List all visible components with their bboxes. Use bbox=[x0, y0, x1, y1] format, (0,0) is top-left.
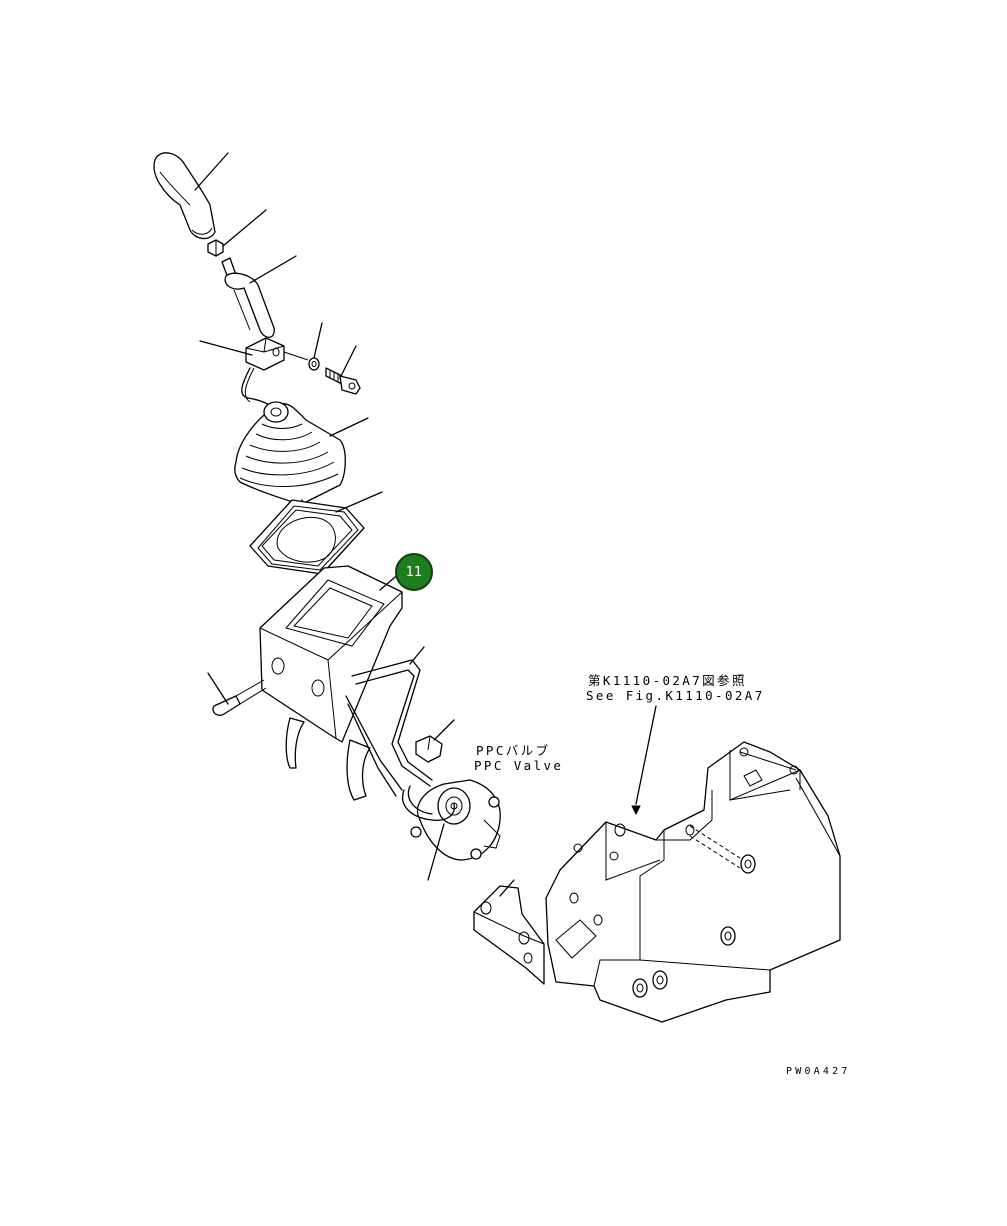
floor-frame bbox=[545, 741, 841, 1023]
console-housing bbox=[259, 565, 403, 743]
leader-line bbox=[313, 322, 323, 359]
leader-line bbox=[222, 209, 267, 247]
leader-line bbox=[207, 672, 229, 705]
cable bbox=[345, 659, 433, 797]
leader-line bbox=[339, 345, 357, 379]
reference-arrow bbox=[631, 705, 657, 816]
leader-line bbox=[409, 646, 425, 665]
support-bracket bbox=[285, 717, 371, 801]
leader-line bbox=[427, 823, 445, 881]
leader-line bbox=[194, 152, 229, 191]
screw bbox=[212, 679, 267, 716]
lever-shaft bbox=[221, 257, 275, 338]
lever-grip bbox=[153, 152, 216, 240]
leader-line bbox=[329, 417, 369, 437]
ppc-valve-label-jp: PPCバルブ bbox=[476, 743, 551, 758]
ppc-valve-label-en: PPC Valve bbox=[474, 758, 564, 773]
rubber-boot bbox=[234, 401, 346, 506]
nut bbox=[207, 239, 224, 257]
clamp-block bbox=[245, 337, 285, 371]
leader-line bbox=[433, 719, 455, 741]
leader-line bbox=[199, 340, 253, 356]
callout-11-button[interactable]: 11 bbox=[395, 553, 433, 591]
figure-code: PW0A427 bbox=[786, 1066, 851, 1077]
washer bbox=[308, 357, 320, 371]
callout-number: 11 bbox=[405, 564, 423, 580]
leader-line bbox=[283, 351, 309, 361]
bolt bbox=[325, 367, 361, 395]
connector bbox=[415, 735, 443, 763]
wire bbox=[244, 367, 255, 403]
ppc-valve bbox=[402, 779, 501, 861]
seal-frame bbox=[249, 499, 365, 575]
reference-label-jp: 第K1110-02A7図参照 bbox=[588, 673, 747, 688]
reference-label-en: See Fig.K1110-02A7 bbox=[586, 688, 765, 703]
mounting-bracket bbox=[473, 879, 545, 985]
leader-line bbox=[249, 255, 297, 284]
leader-line bbox=[335, 491, 383, 513]
